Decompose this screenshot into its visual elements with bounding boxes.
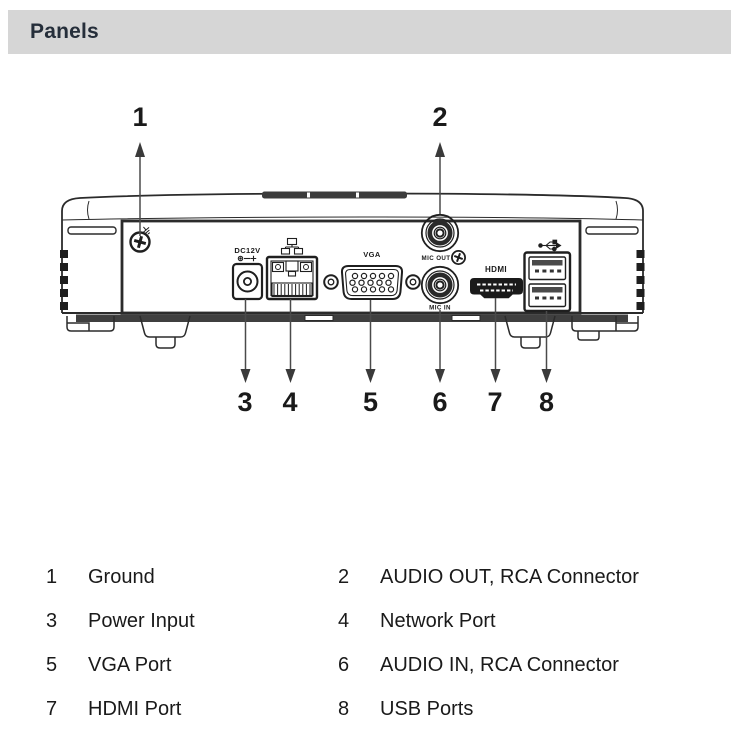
legend-label: Network Port: [380, 610, 496, 632]
legend-item-2: 2 AUDIO OUT, RCA Connector: [338, 565, 726, 589]
legend-number: 8: [338, 698, 350, 720]
legend-item-4: 4 Network Port: [338, 609, 726, 633]
callout-number-5: 5: [363, 387, 378, 417]
network-icon: [280, 237, 304, 255]
callout-number-2: 2: [432, 102, 447, 132]
legend-item-1: 1 Ground: [46, 565, 338, 589]
legend-item-5: 5 VGA Port: [46, 653, 338, 677]
callout-lines: [135, 142, 552, 383]
arrow-down-icon: [240, 369, 251, 383]
vga-label: VGA: [363, 250, 381, 259]
device-feet: [66, 315, 639, 349]
legend: 1 Ground 2 AUDIO OUT, RCA Connector 3 Po…: [46, 565, 726, 721]
legend-number: 6: [338, 654, 350, 676]
audio-out-port: MIC OUT: [420, 213, 466, 265]
callout-number-6: 6: [432, 387, 447, 417]
legend-number: 1: [46, 566, 58, 588]
legend-number: 2: [338, 566, 350, 588]
page-title: Panels: [30, 20, 99, 43]
legend-label: USB Ports: [380, 698, 474, 720]
legend-label: Ground: [88, 566, 155, 588]
legend-label: Power Input: [88, 610, 195, 632]
callout-numbers: 1 2 3 4 5 6 7 8: [132, 102, 554, 417]
callout-number-1: 1: [132, 102, 147, 132]
legend-item-8: 8 USB Ports: [338, 697, 726, 721]
legend-item-3: 3 Power Input: [46, 609, 338, 633]
arrow-up-icon: [435, 142, 445, 157]
legend-label: AUDIO IN, RCA Connector: [380, 654, 619, 676]
screw-icon: [450, 249, 466, 265]
arrow-up-icon: [135, 142, 145, 157]
legend-label: AUDIO OUT, RCA Connector: [380, 566, 639, 588]
ground-icon: [142, 226, 151, 235]
polarity-icon: [237, 255, 257, 262]
section-header: Panels: [8, 10, 731, 54]
legend-item-6: 6 AUDIO IN, RCA Connector: [338, 653, 726, 677]
audio-in-label: MIC IN: [429, 305, 451, 312]
legend-label: VGA Port: [88, 654, 172, 676]
usb-ports: [523, 239, 572, 313]
ground-screw: [129, 226, 151, 253]
arrow-down-icon: [435, 369, 445, 383]
legend-number: 7: [46, 698, 58, 720]
legend-number: 5: [46, 654, 58, 676]
usb-icon: [538, 239, 562, 252]
arrow-down-icon: [490, 369, 501, 383]
arrow-down-icon: [285, 369, 296, 383]
legend-number: 3: [46, 610, 58, 632]
legend-item-7: 7 HDMI Port: [46, 697, 338, 721]
arrow-down-icon: [541, 369, 552, 383]
power-label: DC12V: [234, 246, 260, 255]
vga-port: VGA: [323, 250, 421, 300]
callout-number-8: 8: [539, 387, 554, 417]
power-input-port: DC12V: [231, 246, 264, 301]
hdmi-port: HDMI: [470, 265, 523, 299]
hdmi-label: HDMI: [485, 265, 507, 274]
callout-number-3: 3: [237, 387, 252, 417]
arrow-down-icon: [365, 369, 376, 383]
audio-in-port: MIC IN: [420, 265, 460, 312]
side-vents: [60, 250, 645, 310]
legend-number: 4: [338, 610, 350, 632]
legend-label: HDMI Port: [88, 698, 182, 720]
callout-number-4: 4: [282, 387, 297, 417]
network-port: [265, 237, 319, 301]
audio-out-label: MIC OUT: [422, 255, 451, 262]
callout-number-7: 7: [487, 387, 502, 417]
